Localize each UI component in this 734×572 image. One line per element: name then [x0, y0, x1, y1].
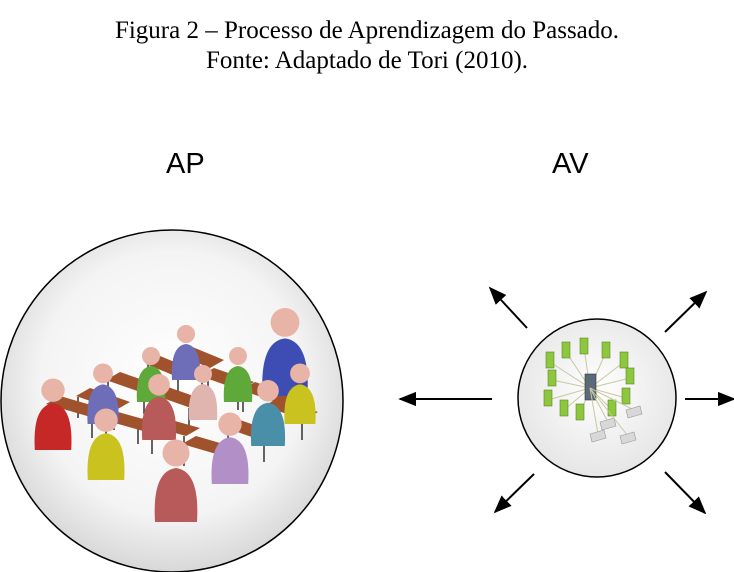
server-node — [601, 341, 611, 359]
ap-label: AP — [166, 148, 205, 180]
av-label: AV — [552, 148, 589, 180]
classroom-scene — [34, 308, 318, 522]
classroom-illustration — [0, 229, 344, 572]
server-node — [559, 399, 569, 417]
arrow-up-left — [488, 286, 528, 329]
network-circle — [517, 318, 677, 478]
server-node — [545, 351, 555, 369]
arrow-down-right — [664, 471, 707, 515]
student-figure — [171, 325, 201, 380]
student-figure — [188, 365, 218, 420]
student-figure — [34, 378, 72, 450]
student-figure — [87, 408, 125, 480]
server-node — [579, 337, 589, 355]
server-node — [619, 351, 629, 369]
network-illustration — [517, 318, 677, 478]
student-figure — [284, 363, 316, 424]
laptop — [625, 405, 643, 419]
server-node — [561, 341, 571, 359]
central-server — [584, 373, 597, 401]
caption-title: Figura 2 – Processo de Aprendizagem do P… — [114, 17, 620, 44]
network-scene — [543, 337, 643, 445]
server-node — [621, 387, 631, 405]
student-figure — [154, 439, 198, 522]
server-node — [575, 403, 585, 421]
figure-caption: Figura 2 – Processo de Aprendizagem do P… — [0, 16, 734, 76]
laptop — [599, 417, 617, 431]
student-figure — [211, 412, 249, 484]
arrows — [398, 286, 734, 515]
server-node — [625, 367, 635, 385]
laptop — [589, 429, 607, 443]
arrow-up-right — [664, 290, 708, 333]
student-figure — [141, 374, 177, 440]
server-node — [607, 399, 617, 417]
caption-source: Fonte: Adaptado de Tori (2010). — [205, 47, 529, 74]
arrow-down-left — [493, 473, 535, 514]
server-node — [543, 389, 553, 407]
student-figure — [250, 380, 286, 446]
laptop — [619, 431, 637, 445]
student-figure — [223, 347, 253, 402]
server-node — [547, 369, 557, 387]
